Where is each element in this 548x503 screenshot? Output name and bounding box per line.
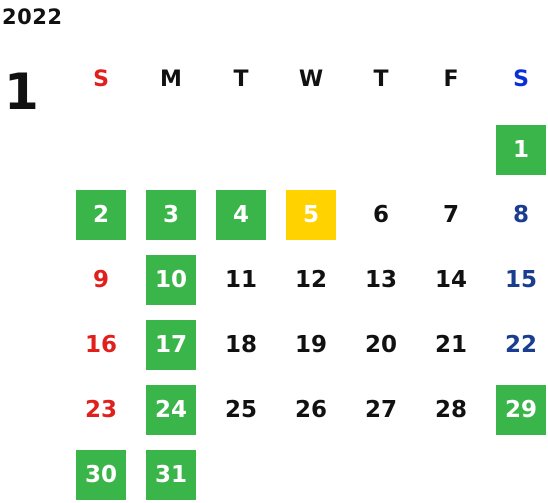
day-cell-17[interactable]: 17 (146, 320, 196, 370)
day-cell-11[interactable]: 11 (224, 267, 257, 293)
day-cell-16[interactable]: 16 (84, 332, 117, 358)
day-cell-15[interactable]: 15 (504, 267, 537, 293)
day-cell-28[interactable]: 28 (434, 397, 467, 423)
day-cell-29[interactable]: 29 (496, 385, 546, 435)
day-cell-5[interactable]: 5 (286, 190, 336, 240)
day-cell-6[interactable]: 6 (372, 202, 389, 228)
weekday-mon: M (160, 67, 182, 92)
day-cell-20[interactable]: 20 (364, 332, 397, 358)
day-cell-7[interactable]: 7 (442, 202, 459, 228)
year-label: 2022 (2, 5, 63, 29)
day-cell-22[interactable]: 22 (504, 332, 537, 358)
weekday-thu: T (373, 67, 389, 92)
day-cell-14[interactable]: 14 (434, 267, 467, 293)
day-cell-1[interactable]: 1 (496, 125, 546, 175)
day-cell-13[interactable]: 13 (364, 267, 397, 293)
day-cell-21[interactable]: 21 (434, 332, 467, 358)
day-cell-9[interactable]: 9 (92, 267, 109, 293)
day-cell-8[interactable]: 8 (512, 202, 529, 228)
day-cell-10[interactable]: 10 (146, 255, 196, 305)
day-cell-25[interactable]: 25 (224, 397, 257, 423)
day-cell-31[interactable]: 31 (146, 450, 196, 500)
day-cell-27[interactable]: 27 (364, 397, 397, 423)
day-cell-3[interactable]: 3 (146, 190, 196, 240)
weekday-fri: F (443, 67, 459, 92)
weekday-wed: W (298, 67, 324, 92)
day-cell-24[interactable]: 24 (146, 385, 196, 435)
weekday-sun: S (93, 67, 109, 92)
weekday-tue: T (233, 67, 249, 92)
day-cell-23[interactable]: 23 (84, 397, 117, 423)
month-label: 1 (4, 63, 39, 121)
weekday-sat: S (513, 67, 529, 92)
day-cell-18[interactable]: 18 (224, 332, 257, 358)
day-cell-12[interactable]: 12 (294, 267, 327, 293)
day-cell-2[interactable]: 2 (76, 190, 126, 240)
day-cell-26[interactable]: 26 (294, 397, 327, 423)
day-cell-30[interactable]: 30 (76, 450, 126, 500)
day-cell-4[interactable]: 4 (216, 190, 266, 240)
day-cell-19[interactable]: 19 (294, 332, 327, 358)
